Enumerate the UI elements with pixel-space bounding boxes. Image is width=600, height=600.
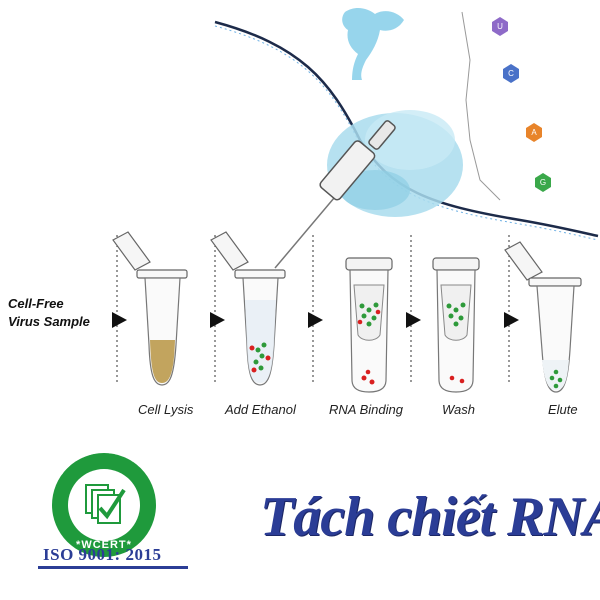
document-check-icon bbox=[85, 484, 126, 524]
rna-fragments-icon bbox=[549, 369, 563, 389]
arrow-icon bbox=[308, 312, 323, 328]
arrow-icon bbox=[504, 312, 519, 328]
sample-label-line2: Virus Sample bbox=[8, 314, 90, 329]
tube-cell-lysis bbox=[112, 231, 188, 386]
pipette-icon bbox=[274, 120, 396, 269]
tube-elute bbox=[504, 241, 582, 393]
nucleotide-letter: C bbox=[508, 69, 514, 78]
arrow-icon bbox=[406, 312, 421, 328]
sample-label-line1: Cell-Free bbox=[8, 296, 64, 311]
tube-add-ethanol bbox=[210, 231, 286, 386]
step-label-wash: Wash bbox=[442, 402, 475, 417]
step-arrows bbox=[112, 312, 519, 328]
page-title: Tách chiết RNA bbox=[260, 486, 600, 548]
cytosine-icon bbox=[503, 64, 519, 83]
step-label-rna-binding: RNA Binding bbox=[329, 402, 403, 417]
nucleotide-letter: U bbox=[497, 22, 503, 31]
rna-fragments-icon bbox=[446, 302, 466, 327]
rna-fragments-icon bbox=[359, 302, 379, 327]
step-label-cell-lysis: Cell Lysis bbox=[138, 402, 194, 417]
nucleotide-letter: G bbox=[540, 178, 546, 187]
virus-particle-icon bbox=[327, 110, 463, 217]
protein-structure-icon bbox=[342, 7, 404, 81]
step-separators bbox=[116, 235, 510, 385]
tube-wash bbox=[432, 257, 480, 393]
iso-certification-text: ISO 9001: 2015 bbox=[43, 545, 162, 564]
step-label-add-ethanol: Add Ethanol bbox=[225, 402, 296, 417]
nucleotide-chain-icon: U C A G bbox=[461, 11, 551, 201]
wcert-certification-logo: CERTIFICATION *WCERT* bbox=[51, 442, 156, 557]
rna-fragments-icon bbox=[253, 342, 267, 371]
arrow-icon bbox=[210, 312, 225, 328]
tube-rna-binding bbox=[345, 257, 393, 393]
divider bbox=[38, 566, 188, 569]
guanine-icon bbox=[535, 173, 551, 192]
nucleotide-letter: A bbox=[531, 128, 537, 137]
step-label-elute: Elute bbox=[548, 402, 578, 417]
logo-brand-text: *WCERT* bbox=[76, 539, 132, 551]
adenine-icon bbox=[526, 123, 542, 142]
uracil-icon bbox=[492, 17, 508, 36]
arrow-icon bbox=[112, 312, 127, 328]
